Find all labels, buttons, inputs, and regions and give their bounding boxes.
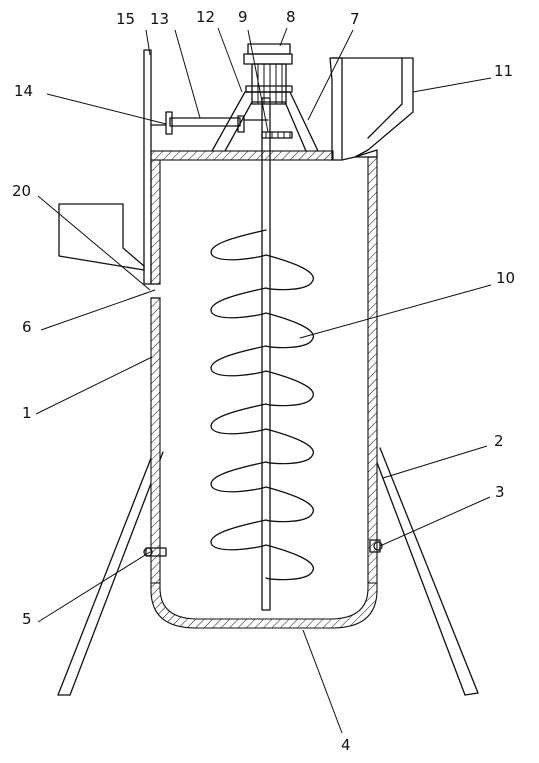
left-leg — [57, 447, 164, 696]
motor-bracket — [211, 91, 319, 152]
label-12: 12 — [196, 8, 215, 26]
motor — [243, 43, 293, 105]
label-7: 7 — [350, 10, 360, 28]
drive-gear — [237, 115, 293, 139]
feed-hopper — [329, 57, 414, 161]
label-2: 2 — [494, 432, 504, 450]
fitting-left — [143, 547, 167, 557]
tank-top-plate — [150, 150, 334, 161]
tank-left-wall-upper — [150, 159, 161, 285]
label-10: 10 — [496, 269, 515, 287]
label-8: 8 — [286, 8, 296, 26]
label-13: 13 — [150, 10, 169, 28]
tank-left-wall-lower — [150, 297, 161, 584]
label-15: 15 — [116, 10, 135, 28]
label-6: 6 — [22, 318, 32, 336]
label-20: 20 — [12, 182, 31, 200]
leader-lines — [35, 27, 492, 734]
vertical-rail — [143, 49, 152, 285]
label-3: 3 — [495, 483, 505, 501]
link-rod — [150, 111, 241, 135]
side-hopper — [58, 203, 145, 271]
tank-bottom — [150, 582, 378, 629]
label-4: 4 — [341, 736, 351, 754]
label-5: 5 — [22, 610, 32, 628]
label-11: 11 — [494, 62, 513, 80]
label-9: 9 — [238, 8, 248, 26]
label-1: 1 — [22, 404, 32, 422]
screw-conveyor — [210, 97, 315, 611]
label-14: 14 — [14, 82, 33, 100]
tank-right-wall — [367, 156, 378, 584]
right-leg — [372, 447, 479, 696]
